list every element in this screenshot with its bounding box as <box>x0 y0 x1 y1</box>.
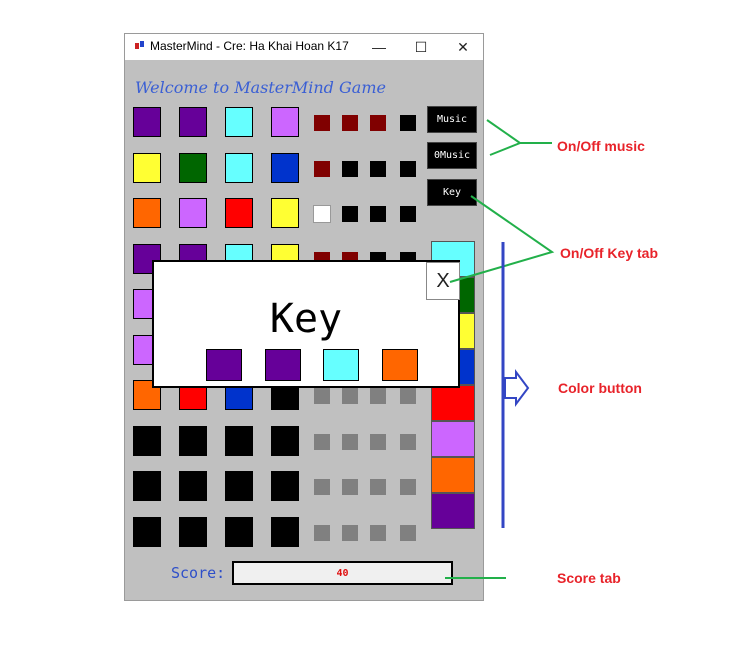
annotation-key-tab: On/Off Key tab <box>560 245 659 261</box>
guess-peg <box>225 152 253 183</box>
hint-peg <box>342 115 358 131</box>
hint-peg <box>370 524 386 541</box>
guess-peg <box>179 107 207 137</box>
color-button-purple[interactable] <box>431 493 475 529</box>
hint-peg <box>342 433 358 450</box>
app-icon <box>135 41 144 49</box>
guess-peg <box>225 198 253 228</box>
guess-peg <box>271 425 299 456</box>
guess-peg <box>271 471 299 501</box>
hint-peg <box>370 160 386 177</box>
close-button[interactable]: ✕ <box>457 38 469 55</box>
key-popup: X Key <box>152 260 460 388</box>
key-peg <box>265 349 301 381</box>
hint-peg <box>370 388 386 404</box>
annotation-music: On/Off music <box>557 138 645 154</box>
hint-peg <box>342 524 358 541</box>
guess-peg <box>179 198 207 228</box>
omusic-button[interactable]: 0Music <box>427 142 477 169</box>
guess-peg <box>271 152 299 183</box>
guess-peg <box>133 516 161 547</box>
color-button-violet[interactable] <box>431 421 475 457</box>
hint-peg <box>314 433 330 450</box>
guess-peg <box>271 107 299 137</box>
guess-peg <box>225 107 253 137</box>
hint-peg <box>400 479 416 495</box>
guess-peg <box>225 425 253 456</box>
guess-peg <box>271 516 299 547</box>
hint-peg <box>400 206 416 222</box>
key-button[interactable]: Key <box>427 179 477 206</box>
hint-peg <box>400 115 416 131</box>
hint-peg <box>342 206 358 222</box>
guess-peg <box>225 516 253 547</box>
guess-peg <box>271 198 299 228</box>
minimize-button[interactable]: — <box>372 39 386 55</box>
hint-peg <box>314 115 330 131</box>
hint-peg <box>314 524 330 541</box>
hint-peg <box>314 388 330 404</box>
music-button[interactable]: Music <box>427 106 477 133</box>
hint-peg <box>400 160 416 177</box>
hint-peg <box>370 479 386 495</box>
hint-peg <box>370 433 386 450</box>
window-title: MasterMind - Cre: Ha Khai Hoan K17 <box>150 39 349 53</box>
title-bar: MasterMind - Cre: Ha Khai Hoan K17 — ☐ ✕ <box>125 34 483 60</box>
guess-peg <box>133 425 161 456</box>
guess-peg <box>179 425 207 456</box>
hint-peg <box>313 205 331 223</box>
hint-peg <box>342 479 358 495</box>
guess-peg <box>133 243 161 274</box>
score-box: 40 <box>232 561 453 585</box>
hint-peg <box>400 524 416 541</box>
mastermind-window: MasterMind - Cre: Ha Khai Hoan K17 — ☐ ✕… <box>125 34 483 600</box>
hint-peg <box>342 160 358 177</box>
guess-peg <box>179 152 207 183</box>
guess-peg <box>133 471 161 501</box>
hint-peg <box>400 388 416 404</box>
color-button-orange[interactable] <box>431 457 475 493</box>
guess-peg <box>133 152 161 183</box>
hint-peg <box>400 433 416 450</box>
music-annotation-arrow <box>486 119 523 156</box>
key-peg <box>206 349 242 381</box>
guess-peg <box>133 198 161 228</box>
key-title: Key <box>269 296 343 342</box>
color-button-red[interactable] <box>431 385 475 421</box>
key-peg <box>382 349 418 381</box>
right-arrow-icon <box>504 369 530 407</box>
key-annotation-arrow <box>449 195 555 283</box>
hint-peg <box>370 115 386 131</box>
hint-peg <box>314 160 330 177</box>
hint-peg <box>342 388 358 404</box>
guess-peg <box>133 107 161 137</box>
annotation-color-button: Color button <box>558 380 642 396</box>
key-peg <box>323 349 359 381</box>
annotation-score-tab: Score tab <box>557 570 621 586</box>
guess-peg <box>225 471 253 501</box>
guess-peg <box>179 471 207 501</box>
score-label: Score: <box>171 564 226 582</box>
welcome-text: Welcome to MasterMind Game <box>135 78 386 97</box>
maximize-button[interactable]: ☐ <box>414 38 428 55</box>
guess-peg <box>179 516 207 547</box>
hint-peg <box>370 206 386 222</box>
hint-peg <box>314 479 330 495</box>
